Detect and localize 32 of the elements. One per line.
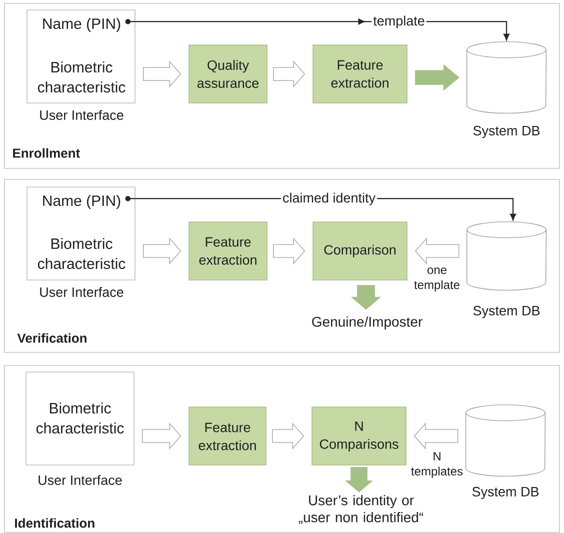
result-text: Genuine/Imposter: [312, 316, 422, 330]
interface-box: Name (PIN) Biometric characteristic: [26, 10, 136, 104]
interface-box: Name (PIN) Biometric characteristic: [26, 186, 136, 280]
block-arrow: [344, 467, 374, 492]
process-box: N Comparisons: [312, 406, 406, 466]
interface-box: Biometric characteristic: [26, 372, 134, 466]
process-box: Feature extraction: [188, 406, 266, 466]
node-label: User Interface: [40, 287, 124, 297]
block-arrow: [142, 422, 182, 450]
block-arrow: [143, 237, 182, 265]
edge-label: claimed identity: [280, 191, 378, 207]
block-arrow: [273, 60, 306, 88]
process-box: Feature extraction: [188, 222, 268, 280]
block-arrow: [143, 60, 182, 88]
block-arrow: [415, 64, 460, 91]
block-arrow: [273, 237, 306, 265]
result-text: User’s identity or „user non identified“: [298, 495, 424, 524]
block-arrow: [272, 422, 304, 450]
process-box: Feature extraction: [312, 44, 408, 104]
node-label: User Interface: [38, 475, 122, 485]
edge-label: template: [372, 14, 426, 30]
node-label: System DB: [473, 306, 540, 318]
node-label: System DB: [473, 126, 540, 138]
node-label: User Interface: [40, 110, 124, 120]
edge-label: N templates: [411, 452, 463, 478]
process-box: Comparison: [312, 222, 408, 280]
block-arrow: [350, 285, 382, 310]
block-arrow: [414, 237, 460, 265]
process-box: Quality assurance: [188, 44, 268, 104]
node-label: System DB: [472, 486, 539, 500]
block-arrow: [414, 422, 458, 450]
edge-label: one template: [414, 268, 460, 292]
